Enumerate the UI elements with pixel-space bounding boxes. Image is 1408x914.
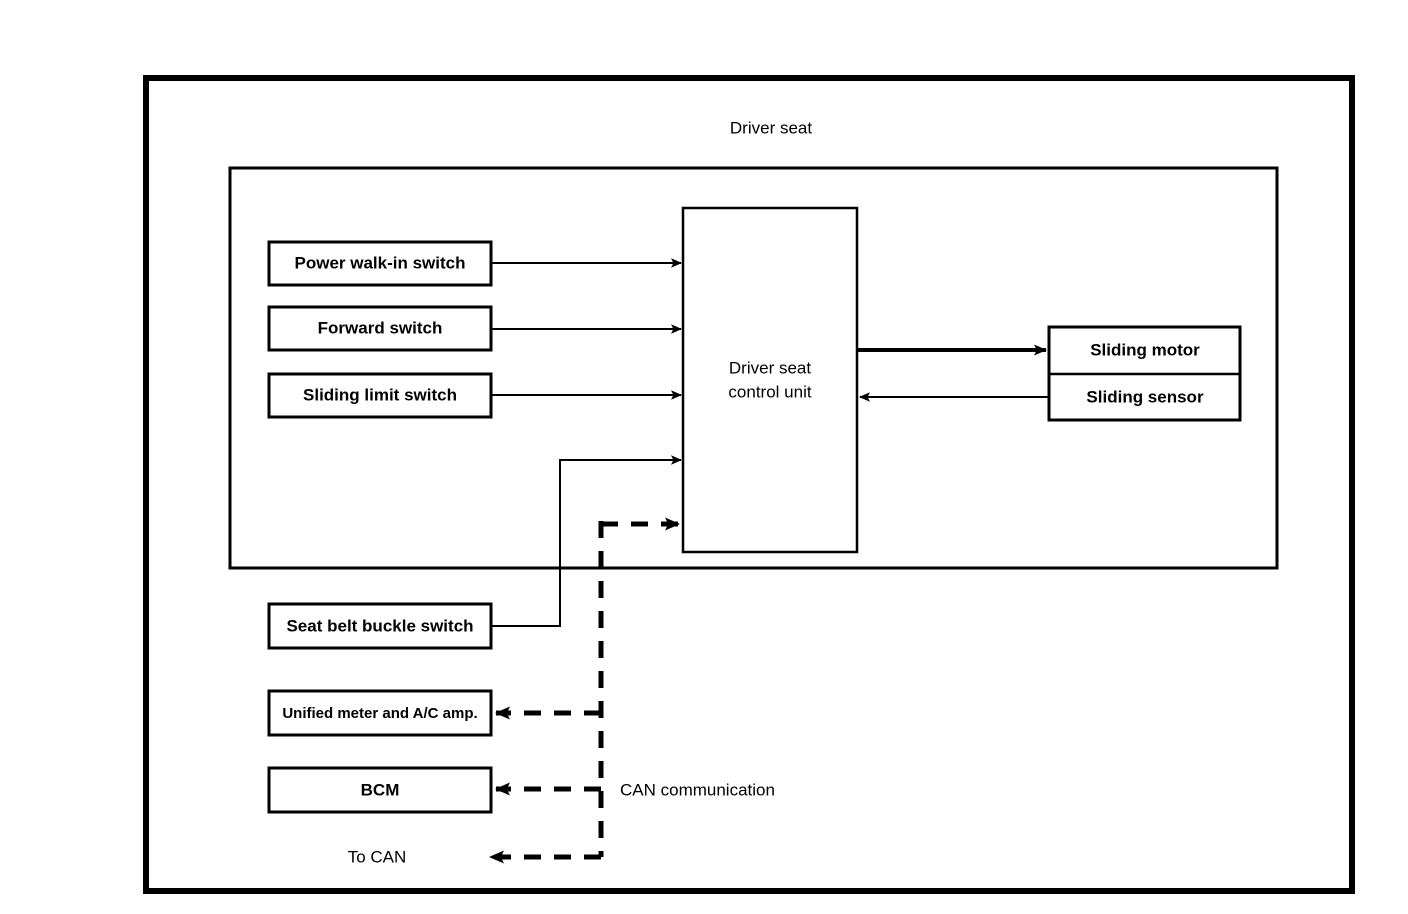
node-label-forward-switch: Forward switch [318, 318, 443, 337]
node-label-bcm: BCM [361, 780, 400, 799]
diagram-title: Driver seat [730, 118, 812, 137]
node-forward-switch[interactable]: Forward switch [267, 305, 493, 352]
node-label-driver-seat-control-unit-line2: control unit [728, 382, 811, 401]
driver-seat-enclosure [228, 166, 1279, 570]
connector-seat-belt-buckle-switch [491, 455, 682, 627]
node-label-sliding-motor: Sliding motor [1090, 340, 1200, 359]
node-power-walk-in-switch[interactable]: Power walk-in switch [267, 240, 493, 287]
node-seat-belt-buckle-switch[interactable]: Seat belt buckle switch [267, 602, 493, 650]
node-label-driver-seat-control-unit-line1: Driver seat [729, 358, 811, 377]
node-label-seat-belt-buckle-switch: Seat belt buckle switch [286, 616, 473, 635]
node-label-unified-meter-and-ac-amp: Unified meter and A/C amp. [282, 705, 477, 722]
node-label-sliding-limit-switch: Sliding limit switch [303, 385, 457, 404]
node-driver-seat-control-unit[interactable]: Driver seat control unit [681, 206, 859, 554]
node-label-sliding-sensor: Sliding sensor [1086, 387, 1204, 406]
node-label-to-can: To CAN [348, 847, 407, 866]
annotation-can-communication: CAN communication [620, 780, 775, 799]
node-sliding-motor-sensor-group[interactable]: Sliding motor Sliding sensor [1047, 325, 1242, 422]
node-label-power-walk-in-switch: Power walk-in switch [295, 253, 466, 272]
node-unified-meter-and-ac-amp[interactable]: Unified meter and A/C amp. [267, 689, 493, 737]
node-bcm[interactable]: BCM [267, 766, 493, 814]
node-sliding-limit-switch[interactable]: Sliding limit switch [267, 372, 493, 419]
